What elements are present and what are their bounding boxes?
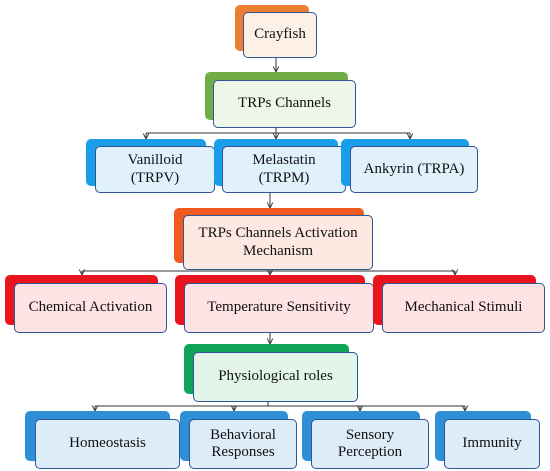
node-trps-channels-label: TRPs Channels	[213, 80, 356, 128]
node-immunity-label: Immunity	[444, 419, 540, 469]
node-melastatin-label: Melastatin (TRPM)	[222, 146, 346, 193]
node-activation-mechanism-label: TRPs Channels Activation Mechanism	[183, 215, 373, 270]
node-ankyrin-label: Ankyrin (TRPA)	[350, 146, 478, 193]
node-homeostasis-label: Homeostasis	[35, 419, 180, 469]
node-physiological-roles-label: Physiological roles	[193, 352, 358, 402]
node-behavioral-responses-label: Behavioral Responses	[189, 419, 297, 469]
node-crayfish-label: Crayfish	[243, 12, 317, 58]
node-chemical-activation-label: Chemical Activation	[14, 283, 167, 333]
node-temperature-sensitivity-label: Temperature Sensitivity	[184, 283, 374, 333]
node-vanilloid-label: Vanilloid (TRPV)	[95, 146, 215, 193]
node-sensory-perception-label: Sensory Perception	[311, 419, 429, 469]
node-mechanical-stimuli-label: Mechanical Stimuli	[382, 283, 545, 333]
